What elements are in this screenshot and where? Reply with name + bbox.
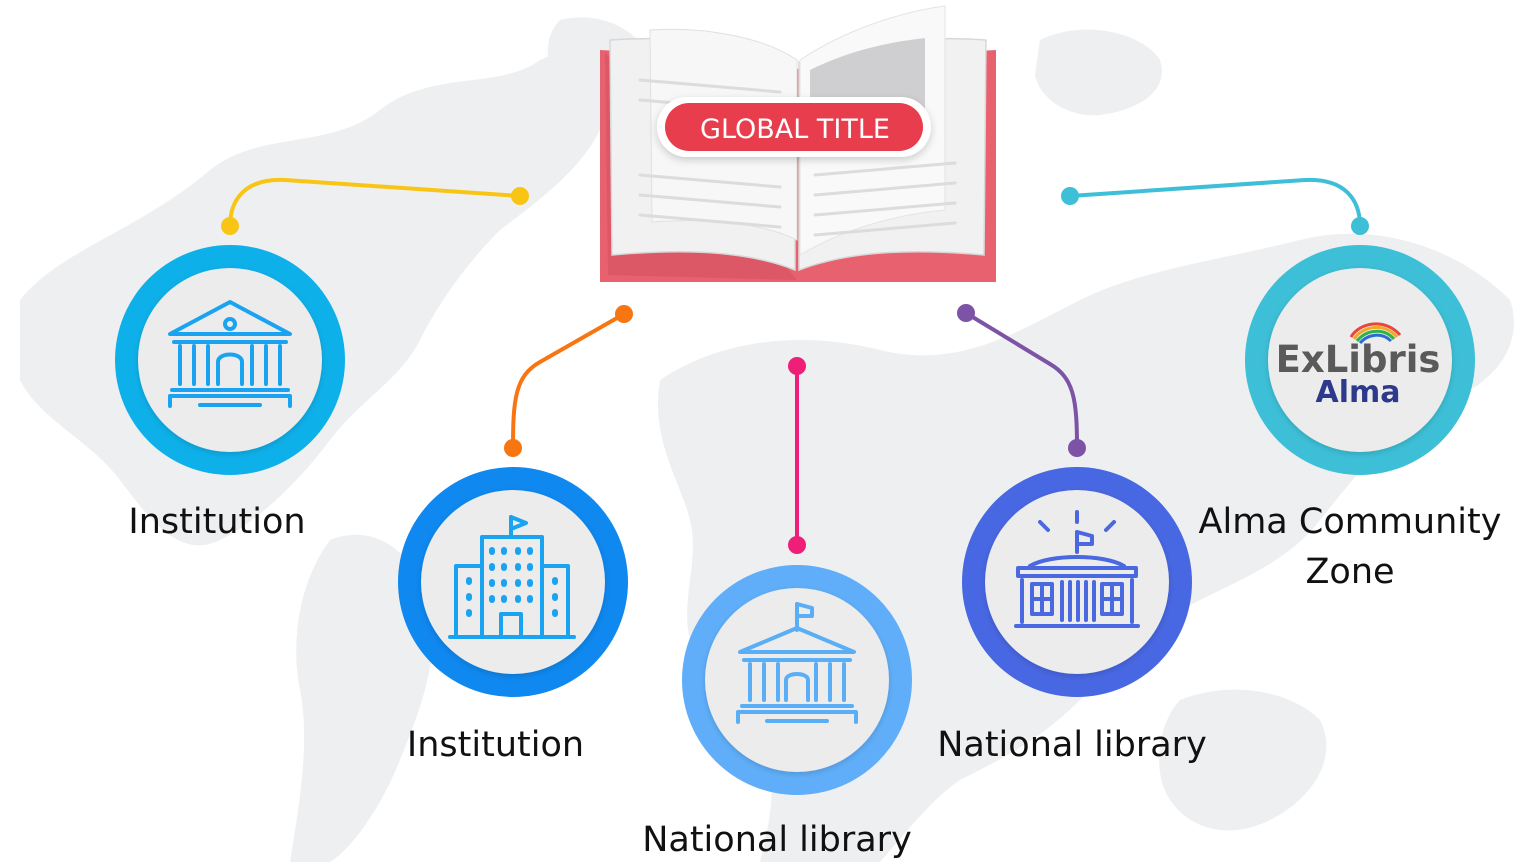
node-label-national-library-2: National library (937, 725, 1207, 765)
node-label-institution-1: Institution (128, 502, 306, 542)
national-library-flag-icon (736, 602, 858, 724)
connector-dot (504, 439, 522, 457)
logo-exlibris-text: ExLibris (1276, 338, 1441, 381)
global-title-text: GLOBAL TITLE (700, 114, 890, 145)
connector-national-library-2 (964, 311, 1079, 450)
node-label-alma-community-zone: Alma Community Zone (1198, 502, 1502, 592)
exlibris-alma-logo: ExLibris Alma (1276, 322, 1441, 410)
connector-dot (511, 187, 529, 205)
node-alma-community-zone: ExLibris Alma (1245, 245, 1475, 475)
connector-institution-2 (511, 312, 626, 450)
connector-dot (788, 357, 806, 375)
global-title-badge (657, 97, 931, 157)
connector-dot (221, 217, 239, 235)
logo-alma-text: Alma (1315, 375, 1400, 410)
office-building-flag-icon (448, 515, 576, 639)
connector-dot (1068, 439, 1086, 457)
capitol-building-icon (1014, 510, 1140, 628)
connector-dot (788, 536, 806, 554)
node-national-library-1 (682, 565, 912, 795)
node-label-institution-2: Institution (406, 725, 585, 765)
node-institution-1 (115, 245, 345, 475)
node-label-national-library-1: National library (642, 820, 912, 860)
connector-dot (615, 305, 633, 323)
connectors (221, 177, 1369, 554)
connector-dot (1061, 187, 1079, 205)
node-institution-2 (398, 467, 628, 697)
connector-dot (957, 304, 975, 322)
connector-dot (1351, 217, 1369, 235)
institution-building-icon (168, 300, 292, 408)
connector-alma-community-zone (1068, 177, 1362, 228)
node-national-library-2 (962, 467, 1192, 697)
